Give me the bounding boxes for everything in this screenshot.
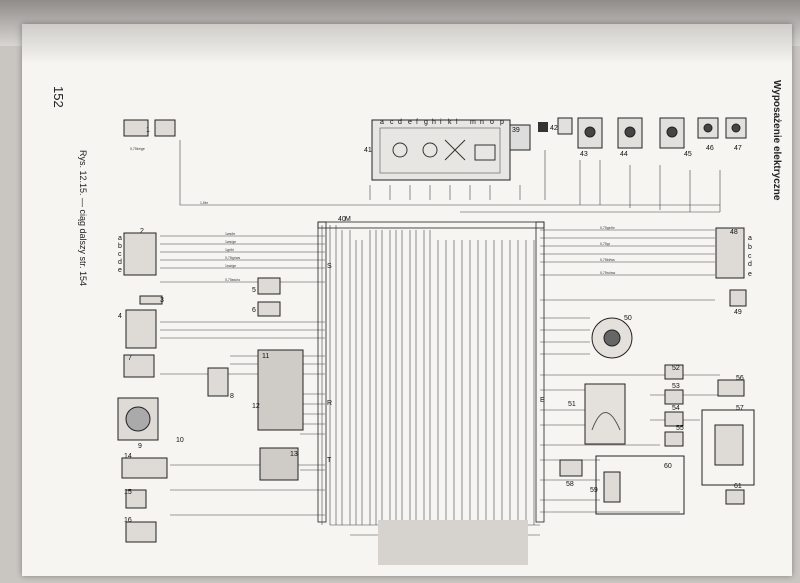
label-9: 9: [138, 443, 142, 450]
label-45: 45: [684, 151, 692, 158]
term-left-a: a: [118, 235, 122, 242]
term-top-f: f: [416, 119, 418, 126]
term-right-c: c: [748, 253, 752, 260]
right-components: [559, 227, 755, 515]
wire-label: 1sw/ge: [225, 264, 236, 268]
label-39: 39: [512, 127, 520, 134]
term-top-a: a: [380, 119, 384, 126]
wire-label: 1ws/ge: [225, 240, 236, 244]
connector-letters-right: a b c d e: [748, 235, 752, 278]
wire-labels: 1ws/br 1ws/ge 1gr/bl 0,75gr/ws 1sw/ge 0,…: [130, 147, 616, 282]
label-61: 61: [734, 483, 742, 490]
term-top-o: o: [490, 119, 494, 126]
term-top-l: l: [456, 119, 458, 126]
label-49: 49: [734, 309, 742, 316]
wire-label: 0,75gr: [600, 242, 611, 246]
label-43: 43: [580, 151, 588, 158]
instrument-cluster-41: [371, 119, 548, 181]
label-55: 55: [676, 425, 684, 432]
term-40-E: E: [540, 397, 545, 404]
harness-shading: [378, 520, 528, 565]
wire-label: 0,75gr/ws: [225, 256, 240, 260]
wire-label: 1,5br: [200, 201, 209, 205]
label-57: 57: [736, 405, 744, 412]
term-40-M: M: [345, 216, 351, 223]
term-top-k: k: [448, 119, 452, 126]
page-fold-shadow: [22, 24, 792, 64]
term-right-e: e: [748, 271, 752, 278]
label-56: 56: [736, 375, 744, 382]
label-1: 1: [146, 127, 150, 134]
wire-label: 0,75ro/sw: [600, 271, 616, 275]
term-left-c: c: [118, 251, 122, 258]
label-14: 14: [124, 453, 132, 460]
connector-letters-top: a c d e f g h i k l m n o p: [380, 119, 504, 126]
label-52: 52: [672, 365, 680, 372]
term-top-p: p: [500, 119, 504, 126]
term-right-b: b: [748, 244, 752, 251]
label-51: 51: [568, 401, 576, 408]
label-4: 4: [118, 313, 122, 320]
label-13: 13: [290, 451, 298, 458]
wire-label: 0,75br/ge: [130, 147, 145, 151]
label-8: 8: [230, 393, 234, 400]
label-41: 41: [364, 147, 372, 154]
label-10: 10: [176, 437, 184, 444]
wire-label: 1ws/br: [225, 232, 236, 236]
wire-label: 0,75sw/ro: [225, 278, 240, 282]
label-42: 42: [550, 125, 558, 132]
term-left-e: e: [118, 267, 122, 274]
term-40-S: S: [327, 263, 332, 270]
connector-block-40: [317, 221, 545, 523]
term-top-e: e: [408, 119, 412, 126]
label-6: 6: [252, 307, 256, 314]
term-left-b: b: [118, 243, 122, 250]
label-11: 11: [262, 353, 269, 360]
label-50: 50: [624, 315, 632, 322]
component-numbers: 1 2 3 4 5 6 7 8 9 10 11 12 13 14 15 16 3…: [118, 125, 744, 524]
term-top-m: m: [470, 119, 476, 126]
label-58: 58: [566, 481, 574, 488]
label-47: 47: [734, 145, 742, 152]
label-46: 46: [706, 145, 714, 152]
label-5: 5: [252, 287, 256, 294]
connector-letters-40: M S R T E: [327, 216, 545, 464]
term-top-c: c: [390, 119, 394, 126]
connector-letters-left: a b c d e: [118, 235, 122, 274]
label-15: 15: [124, 489, 132, 496]
top-right-components: [557, 117, 747, 149]
term-40-T: T: [327, 457, 332, 464]
label-48: 48: [730, 229, 738, 236]
label-12: 12: [252, 403, 260, 410]
wire-label: 1gr/bl: [225, 248, 234, 252]
left-components: [117, 119, 304, 543]
term-top-g: g: [424, 119, 428, 126]
label-40: 40: [338, 216, 346, 223]
term-top-d: d: [398, 119, 402, 126]
term-left-d: d: [118, 259, 122, 266]
term-40-R: R: [327, 400, 332, 407]
term-right-d: d: [748, 261, 752, 268]
term-top-h: h: [432, 119, 436, 126]
label-54: 54: [672, 405, 680, 412]
term-top-i: i: [440, 119, 442, 126]
label-60: 60: [664, 463, 672, 470]
label-7: 7: [128, 355, 132, 362]
label-16: 16: [124, 517, 132, 524]
term-top-n: n: [480, 119, 484, 126]
label-2: 2: [140, 228, 144, 235]
label-3: 3: [160, 297, 164, 304]
label-44: 44: [620, 151, 628, 158]
wire-bundle: [160, 140, 721, 536]
label-53: 53: [672, 383, 680, 390]
wire-label: 0,75ge/br: [600, 226, 616, 230]
wire-label: 0,75bl/ws: [600, 258, 615, 262]
term-right-a: a: [748, 235, 752, 242]
label-59: 59: [590, 487, 598, 494]
